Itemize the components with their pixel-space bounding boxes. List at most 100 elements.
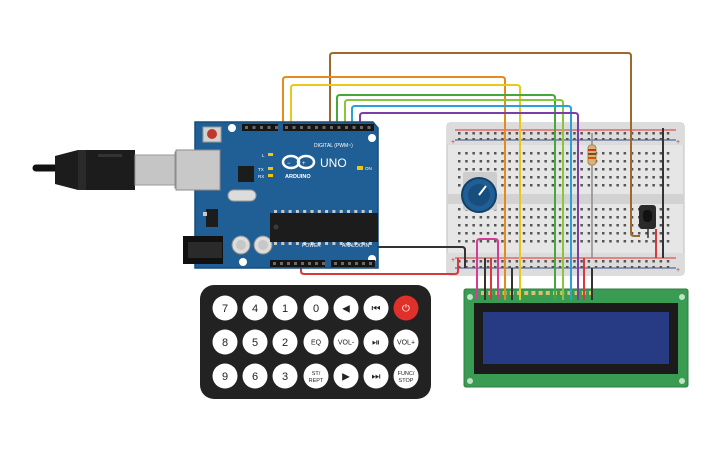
usb-jack	[175, 149, 221, 191]
remote-button[interactable]: 7	[212, 295, 238, 321]
analog-header	[331, 260, 375, 267]
svg-text:EQ: EQ	[311, 340, 322, 347]
svg-text:+: +	[302, 161, 306, 167]
led-tx	[268, 167, 273, 170]
power-header-label: POWER	[302, 243, 321, 249]
lcd-pin[interactable]	[574, 291, 579, 295]
lcd-pin[interactable]	[538, 291, 543, 295]
led-rx	[268, 174, 273, 177]
wire-5v-red[interactable]	[300, 258, 459, 275]
remote-button[interactable]: 0	[303, 295, 329, 321]
lcd-module	[463, 288, 689, 388]
remote-button[interactable]: VOL+	[393, 329, 419, 355]
svg-text:◀: ◀	[342, 304, 350, 315]
wire-blue[interactable]	[351, 105, 572, 300]
remote-button[interactable]: 4	[242, 295, 268, 321]
lcd-pin[interactable]	[481, 291, 485, 295]
svg-text:+: +	[676, 267, 680, 274]
wire-light-green[interactable]	[344, 99, 564, 300]
led-on	[357, 166, 363, 170]
remote-button[interactable]: ⏻	[393, 295, 419, 321]
logo-text: ARDUINO	[285, 174, 311, 180]
remote-button[interactable]: ST/REPT	[303, 363, 329, 389]
svg-text:⏭: ⏭	[372, 372, 381, 383]
power-header	[270, 260, 325, 267]
svg-text:REPT: REPT	[309, 378, 324, 384]
analog-header-label: ANALOG IN	[342, 243, 370, 249]
wire-yellow[interactable]	[290, 84, 521, 300]
wire-gnd-black[interactable]	[313, 246, 466, 268]
digital-header	[283, 124, 374, 131]
remote-button[interactable]: 3	[272, 363, 298, 389]
regulator	[206, 209, 218, 227]
wires	[282, 52, 664, 300]
wire-purple[interactable]	[359, 112, 579, 300]
potentiometer[interactable]	[461, 172, 497, 213]
remote-button[interactable]: 1	[272, 295, 298, 321]
remote-button[interactable]: ⏮	[363, 295, 389, 321]
usb-chip	[238, 166, 254, 182]
svg-text:3: 3	[282, 371, 288, 383]
model-label: UNO	[320, 156, 347, 170]
svg-text:VOL-: VOL-	[338, 340, 355, 347]
lcd-pin[interactable]	[524, 291, 529, 295]
wire-orange[interactable]	[282, 76, 506, 300]
resistor[interactable]	[587, 133, 597, 182]
svg-text:9: 9	[222, 371, 228, 383]
digital-header-label: DIGITAL (PWM~)	[314, 143, 353, 149]
led-l	[268, 153, 273, 156]
remote-button[interactable]: EQ	[303, 329, 329, 355]
svg-text:+: +	[451, 139, 455, 146]
ir-remote: 7 4 1 0 ◀ ⏮ ⏻ 8 5 2 EQ VOL- ⏯ VOL+ 9 6 3 ST/REPT ▶ ⏭ FUNC/ST…	[200, 285, 431, 399]
remote-button[interactable]: FUNC/STOP	[393, 363, 419, 389]
svg-text:▶: ▶	[342, 372, 350, 383]
wire-green[interactable]	[336, 94, 556, 300]
remote-button[interactable]: 2	[272, 329, 298, 355]
led-rx-label: RX	[258, 174, 264, 179]
ir-receiver[interactable]	[639, 205, 656, 229]
remote-button[interactable]: 9	[212, 363, 238, 389]
svg-text:6: 6	[252, 371, 258, 383]
svg-text:4: 4	[252, 303, 258, 315]
svg-text:1: 1	[282, 303, 288, 315]
svg-text:7: 7	[222, 303, 228, 315]
svg-text:⏯: ⏯	[372, 338, 380, 349]
svg-text:8: 8	[222, 337, 228, 349]
atmega-chip	[270, 210, 378, 245]
svg-text:STOP: STOP	[399, 378, 414, 384]
lcd-screen	[483, 312, 669, 364]
svg-text:⏮: ⏮	[372, 304, 381, 315]
remote-button[interactable]: VOL-	[333, 329, 359, 355]
svg-text:2: 2	[282, 337, 288, 349]
remote-button[interactable]: 8	[212, 329, 238, 355]
arduino-logo: − +	[281, 154, 316, 170]
crystal	[227, 189, 257, 202]
remote-button[interactable]: ◀	[333, 295, 359, 321]
svg-text:+: +	[676, 139, 680, 146]
remote-button[interactable]: ⏭	[363, 363, 389, 389]
svg-text:−: −	[287, 161, 291, 167]
remote-button[interactable]: 5	[242, 329, 268, 355]
svg-text:ST/: ST/	[312, 371, 321, 377]
on-label: ON	[365, 166, 372, 171]
usb-plug-icon	[32, 150, 198, 190]
remote-button[interactable]: ⏯	[363, 329, 389, 355]
wire-magenta[interactable]	[476, 238, 499, 300]
breadboard: + + + +	[446, 122, 685, 276]
lcd-pin[interactable]	[531, 291, 536, 295]
remote-button[interactable]: ▶	[333, 363, 359, 389]
wire-brown[interactable]	[329, 52, 640, 237]
led-tx-label: TX	[258, 167, 264, 172]
arduino-board: DIGITAL (PWM~) − + UNO ARDUINO L TX RX O…	[175, 121, 379, 269]
lcd-pin[interactable]	[545, 291, 550, 295]
svg-text:⏻: ⏻	[402, 304, 410, 315]
svg-text:5: 5	[252, 337, 258, 349]
svg-text:+: +	[451, 257, 455, 264]
svg-text:0: 0	[313, 303, 319, 315]
svg-text:VOL+: VOL+	[397, 340, 415, 347]
lcd-pin[interactable]	[567, 291, 572, 295]
remote-button[interactable]: 6	[242, 363, 268, 389]
svg-text:FUNC/: FUNC/	[398, 371, 415, 377]
